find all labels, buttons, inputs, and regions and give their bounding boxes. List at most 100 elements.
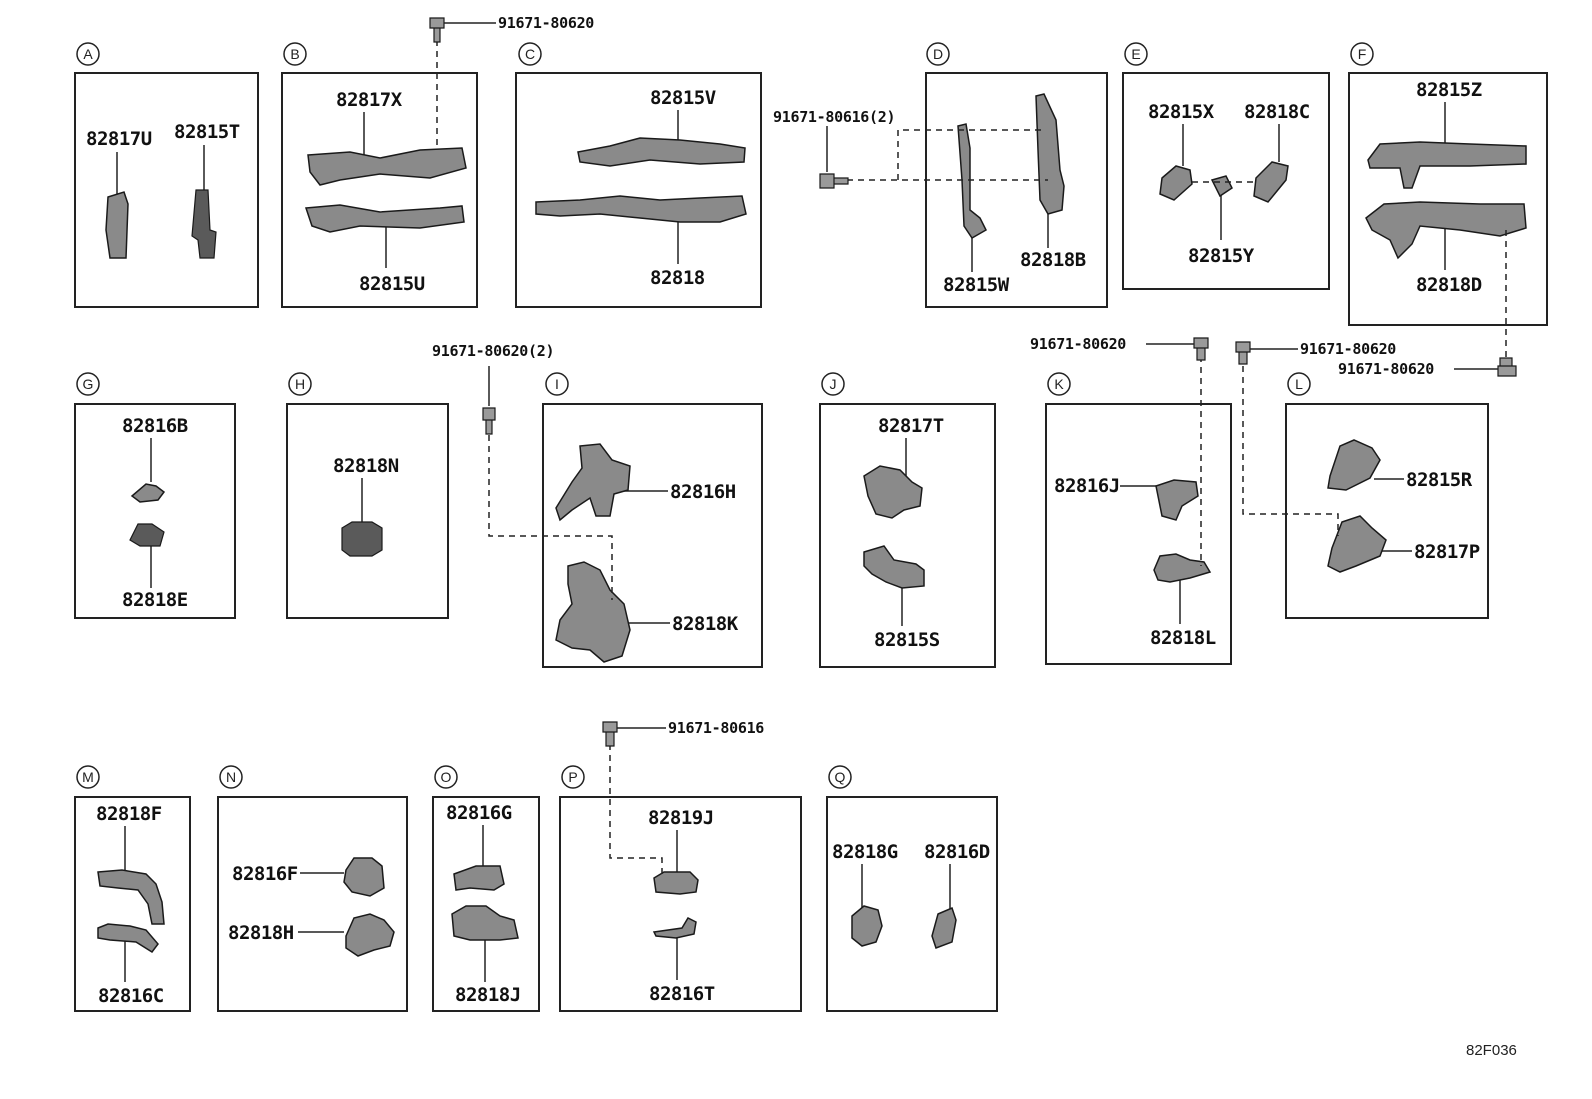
part-label[interactable]: 82818D <box>1416 274 1482 296</box>
wiring-bracket-icon <box>341 521 383 557</box>
bolt-label[interactable]: 91671-80620 <box>498 14 595 32</box>
wiring-bracket-icon <box>1210 175 1233 198</box>
section-c-letter: C <box>525 46 535 62</box>
part-label[interactable]: 82817X <box>336 89 403 111</box>
part-label[interactable]: 82816C <box>98 985 164 1007</box>
part-label[interactable]: 82817T <box>878 415 944 437</box>
section-c[interactable]: C 82815V 82818 <box>515 42 762 308</box>
diagram-ref-code: 82F036 <box>1466 1042 1517 1059</box>
part-label[interactable]: 82817U <box>86 128 152 150</box>
part-label[interactable]: 82818J <box>455 984 521 1006</box>
wiring-bracket-icon <box>577 137 746 167</box>
section-j-letter: J <box>830 376 837 392</box>
part-label[interactable]: 82815S <box>874 629 940 651</box>
bolt-label[interactable]: 91671-80620 <box>1030 335 1127 353</box>
section-l-letter: L <box>1295 376 1303 392</box>
section-e[interactable]: E 82815X 82818C 82815Y <box>1122 42 1330 290</box>
wiring-bracket-icon <box>863 545 925 589</box>
wiring-bracket-icon <box>1153 553 1212 583</box>
bolt-icon <box>602 721 618 747</box>
section-p-letter: P <box>568 769 577 785</box>
wiring-bracket-icon <box>1253 161 1289 203</box>
section-d[interactable]: D 82815W 82818B 91671-80616(2) <box>773 42 1108 308</box>
section-h[interactable]: H 82818N <box>286 372 449 619</box>
section-k-letter: K <box>1054 376 1064 392</box>
part-label[interactable]: 82818N <box>333 455 399 477</box>
part-label[interactable]: 82815U <box>359 273 425 295</box>
wiring-bracket-icon <box>129 523 165 547</box>
section-n[interactable]: N 82816F 82818H <box>217 765 408 1012</box>
wiring-bracket-icon <box>1155 479 1199 521</box>
section-l[interactable]: L 82815R 82817P 91671-80620 <box>1235 340 1489 619</box>
wiring-bracket-icon <box>555 561 631 663</box>
wiring-bracket-icon <box>345 913 395 957</box>
part-label[interactable]: 82818L <box>1150 627 1216 649</box>
section-f[interactable]: F 82815Z 82818D 91671-80620 <box>1338 42 1548 378</box>
section-p[interactable]: P 82819J 82816T 91671-80616 <box>559 719 802 1012</box>
bolt-label[interactable]: 91671-80620 <box>1300 340 1397 358</box>
part-label[interactable]: 82816J <box>1054 475 1120 497</box>
section-m[interactable]: M 82818F 82816C <box>74 765 191 1012</box>
part-label[interactable]: 82817P <box>1414 541 1480 563</box>
bolt-icon <box>482 407 496 435</box>
wiring-bracket-icon <box>1367 141 1527 189</box>
wiring-bracket-icon <box>1159 165 1193 201</box>
section-e-letter: E <box>1131 46 1140 62</box>
part-label[interactable]: 82815R <box>1406 469 1473 491</box>
section-k[interactable]: K 82816J 82818L 91671-80620 <box>1030 335 1232 665</box>
bolt-label[interactable]: 91671-80620(2) <box>432 342 555 360</box>
wiring-bracket-icon <box>931 906 957 949</box>
section-q[interactable]: Q 82818G 82816D <box>826 765 998 1012</box>
part-label[interactable]: 82815X <box>1148 101 1215 123</box>
part-label[interactable]: 82815V <box>650 87 716 109</box>
part-label[interactable]: 82816T <box>649 983 715 1005</box>
section-q-letter: Q <box>835 769 846 785</box>
part-label[interactable]: 82818B <box>1020 249 1086 271</box>
section-i[interactable]: I 82816H 82818K 91671-80620(2) <box>432 342 763 668</box>
section-g[interactable]: G 82816B 82818E <box>74 372 236 619</box>
bolt-label[interactable]: 91671-80616(2) <box>773 108 896 126</box>
wiring-bracket-icon <box>97 869 165 925</box>
part-label[interactable]: 82818H <box>228 922 294 944</box>
section-a-box <box>74 72 259 308</box>
wiring-bracket-icon <box>453 865 505 891</box>
section-a[interactable]: A 82817U 82815T <box>74 42 259 308</box>
section-b-letter: B <box>290 46 299 62</box>
section-o-letter: O <box>441 769 452 785</box>
part-label[interactable]: 82815T <box>174 121 240 143</box>
part-label[interactable]: 82816H <box>670 481 736 503</box>
section-b[interactable]: B 82817X 82815U 91671-80620 <box>281 14 595 308</box>
bolt-icon <box>1235 341 1251 365</box>
wiring-bracket-icon <box>1365 201 1527 260</box>
section-o[interactable]: O 82816G 82818J <box>432 765 540 1012</box>
part-label[interactable]: 82815Y <box>1188 245 1255 267</box>
section-f-letter: F <box>1358 46 1367 62</box>
part-label[interactable]: 82815W <box>943 274 1010 296</box>
section-j[interactable]: J 82817T 82815S <box>819 372 996 668</box>
part-label[interactable]: 82815Z <box>1416 79 1482 101</box>
part-label[interactable]: 82818E <box>122 589 188 611</box>
part-label[interactable]: 82818F <box>96 803 162 825</box>
bolt-icon <box>429 17 445 43</box>
part-label[interactable]: 82818 <box>650 267 705 289</box>
wiring-bracket-icon <box>105 191 129 259</box>
section-n-letter: N <box>226 769 236 785</box>
wiring-bracket-icon <box>304 204 465 233</box>
part-label[interactable]: 82818C <box>1244 101 1310 123</box>
part-label[interactable]: 82816B <box>122 415 188 437</box>
part-label[interactable]: 82816F <box>232 863 298 885</box>
part-label[interactable]: 82816D <box>924 841 990 863</box>
part-label[interactable]: 82819J <box>648 807 714 829</box>
part-label[interactable]: 82818K <box>672 613 739 635</box>
wiring-bracket-icon <box>1035 93 1065 215</box>
wiring-bracket-icon <box>652 917 697 939</box>
part-label[interactable]: 82816G <box>446 802 512 824</box>
wiring-bracket-icon <box>130 483 166 503</box>
part-label[interactable]: 82818G <box>832 841 898 863</box>
bolt-label[interactable]: 91671-80620 <box>1338 360 1435 378</box>
wiring-bracket-icon <box>191 189 217 259</box>
bolt-icon <box>1497 357 1517 377</box>
bolt-label[interactable]: 91671-80616 <box>668 719 765 737</box>
section-a-marker <box>76 42 100 66</box>
